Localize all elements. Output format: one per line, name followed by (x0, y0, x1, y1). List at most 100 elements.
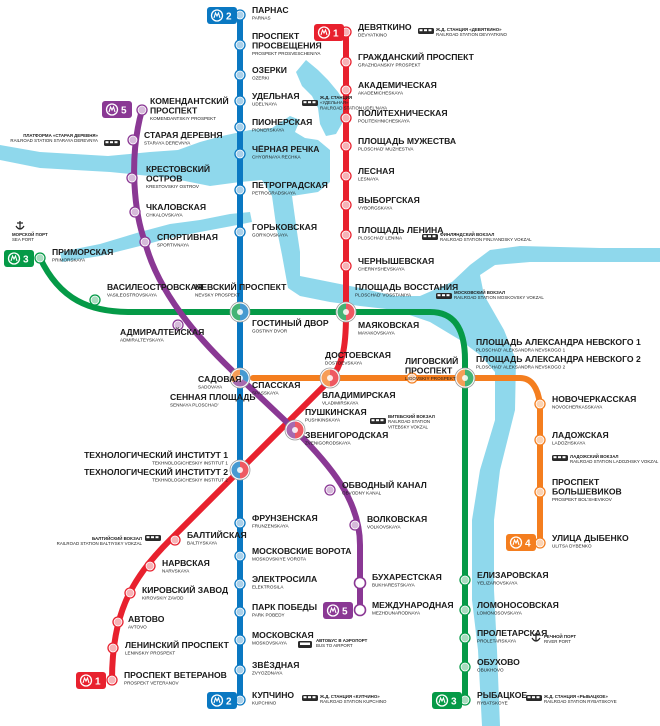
station-frunzenskaya[interactable] (234, 517, 246, 529)
train-window (553, 456, 557, 459)
station-lesnaya[interactable] (340, 170, 352, 182)
train-window (527, 696, 531, 699)
station-name-tech1: ТЕХНОЛОГИЧЕСКИЙ ИНСТИТУТ 1 (84, 449, 228, 460)
station-sportivnaya[interactable] (139, 236, 151, 248)
station-lomonosovskaya[interactable] (459, 604, 471, 616)
interchange-nevsky-gostiny[interactable] (229, 301, 251, 323)
station-avtovo-fill (114, 618, 122, 626)
station-grazhdansky-fill (342, 58, 350, 66)
station-zvezdnaya-fill (236, 666, 244, 674)
station-udelnaya[interactable] (234, 95, 246, 107)
interchange-pushkinskaya-zvenigorodskaya[interactable] (284, 419, 306, 441)
station-name-lesnaya: ЛЕСНАЯ (358, 166, 395, 176)
station-admiralteyskaya[interactable] (172, 319, 184, 331)
station-staraya_derevnya[interactable] (127, 134, 139, 146)
station-moskovskie_vorota[interactable] (234, 550, 246, 562)
station-baltiyskaya[interactable] (169, 534, 181, 546)
station-volkovskaya[interactable] (349, 519, 361, 531)
station-politekhnicheskaya-fill (342, 114, 350, 122)
station-ozerki[interactable] (234, 69, 246, 81)
station-moskovskaya[interactable] (234, 634, 246, 646)
line-number: 3 (451, 697, 457, 708)
station-proletarskaya[interactable] (459, 632, 471, 644)
station-chernyshevskaya[interactable] (340, 260, 352, 272)
station-vyborgskaya[interactable] (340, 199, 352, 211)
station-elizarovskaya[interactable] (459, 574, 471, 586)
station-vasileostrovskaya[interactable] (89, 294, 101, 306)
station-bukharestskaya[interactable] (353, 576, 367, 590)
station-ladozhskaya[interactable] (534, 434, 546, 446)
station-kirovsky[interactable] (124, 587, 136, 599)
station-name-en-ladozhskaya: LADOZHSKAYA (552, 441, 586, 446)
station-name-park_pobedy: ПАРК ПОБЕДЫ (252, 602, 317, 612)
station-veteranov[interactable] (106, 674, 118, 686)
station-leninsky[interactable] (107, 642, 119, 654)
station-obukhovo[interactable] (459, 661, 471, 673)
train-window (308, 696, 311, 699)
station-narvskaya[interactable] (144, 560, 156, 572)
station-gorkovskaya[interactable] (234, 226, 246, 238)
station-lenina[interactable] (340, 229, 352, 241)
station-novocherkasskaya-fill (536, 400, 544, 408)
station-politekhnicheskaya[interactable] (340, 112, 352, 124)
interchange-alnevsky[interactable] (454, 367, 476, 389)
interchange-vladimirskaya-dostoevskaya[interactable] (319, 367, 341, 389)
interchange-sennaya-sadovaya-spasskaya[interactable] (229, 367, 251, 389)
train-window (151, 536, 154, 539)
station-name-krestovsky: ОСТРОВ (146, 174, 182, 184)
station-muzhestva[interactable] (340, 140, 352, 152)
station-name-en-avtovo: AVTOVO (128, 625, 147, 630)
station-chkalovskaya[interactable] (129, 206, 141, 218)
station-name-akademicheskaya: АКАДЕМИЧЕСКАЯ (358, 80, 437, 90)
station-ladozhskaya-fill (536, 436, 544, 444)
station-name-dostoevskaya: ДОСТОЕВСКАЯ (325, 350, 391, 360)
station-grazhdansky[interactable] (340, 56, 352, 68)
station-primorskaya[interactable] (34, 252, 46, 264)
interchange-alnevsky-center (462, 375, 468, 381)
station-name-chernyshevskaya: ЧЕРНЫШЕВСКАЯ (358, 256, 434, 266)
line-number: 1 (95, 677, 101, 688)
station-park_pobedy[interactable] (234, 606, 246, 618)
train-icon-devyatkino (418, 28, 434, 34)
station-pionerskaya[interactable] (234, 121, 246, 133)
train-window (105, 141, 109, 144)
station-obvodny[interactable] (324, 484, 336, 496)
station-akademicheskaya[interactable] (340, 84, 352, 96)
note-text: RIVER PORT (544, 639, 571, 644)
station-prosveshcheniya[interactable] (234, 39, 246, 51)
station-lesnaya-fill (342, 172, 350, 180)
river-upper-bank (296, 60, 346, 136)
station-komendantsky[interactable] (136, 104, 148, 116)
station-avtovo[interactable] (112, 616, 124, 628)
station-name-alnevsky2: ПЛОЩАДЬ АЛЕКСАНДРА НЕВСКОГО 2 (476, 354, 641, 364)
train-window (442, 294, 445, 297)
station-name-baltiyskaya: БАЛТИЙСКАЯ (187, 529, 247, 540)
station-ligovsky[interactable] (406, 372, 418, 384)
station-petrogradskaya-fill (236, 186, 244, 194)
station-zvezdnaya[interactable] (234, 664, 246, 676)
train-window (558, 456, 561, 459)
station-elektrosila[interactable] (234, 578, 246, 590)
station-krestovsky[interactable] (126, 172, 138, 184)
interchange-alnevsky-segment (465, 369, 474, 387)
interchange-tech[interactable] (229, 459, 251, 481)
interchange-vosstaniya-mayakovskaya[interactable] (335, 301, 357, 323)
station-chernaya_rechka[interactable] (234, 148, 246, 160)
note-text: БАЛТИЙСКИЙ ВОКЗАЛ (92, 536, 142, 541)
station-name-en-udelnaya: UDEL'NAYA (252, 102, 278, 107)
station-novocherkasskaya[interactable] (534, 398, 546, 410)
station-petrogradskaya[interactable] (234, 184, 246, 196)
station-name-en-lomonosovskaya: LOMONOSOVSKAYA (477, 611, 523, 616)
station-mezhdunarodnaya[interactable] (353, 603, 367, 617)
train-window (428, 235, 431, 238)
station-name-admiralteyskaya: АДМИРАЛТЕЙСКАЯ (120, 326, 204, 337)
station-bolshevikov[interactable] (534, 486, 546, 498)
